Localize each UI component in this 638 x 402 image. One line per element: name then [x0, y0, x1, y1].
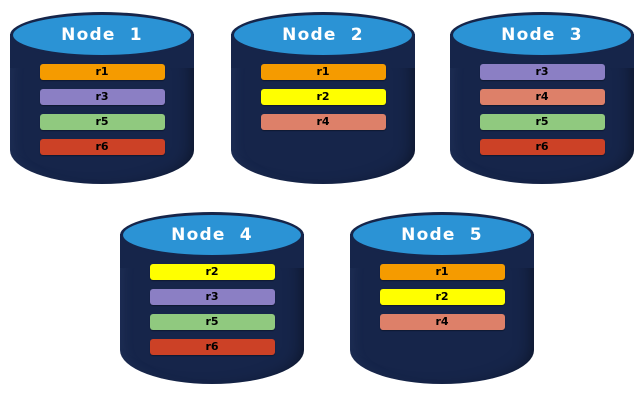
- node-cylinder-2[interactable]: Node 2 r1 r2 r4: [231, 12, 415, 184]
- node-title: Node 2: [282, 25, 364, 45]
- replica-bar-r6[interactable]: r6: [479, 139, 605, 155]
- replica-stack: r1 r2 r4: [231, 64, 415, 139]
- node-cylinder-3[interactable]: Node 3 r3 r4 r5 r6: [450, 12, 634, 184]
- node-title: Node 1: [61, 25, 143, 45]
- replica-bar-r2[interactable]: r2: [260, 89, 386, 105]
- replica-bar-r1[interactable]: r1: [39, 64, 165, 80]
- node-cylinder-1[interactable]: Node 1 r1 r3 r5 r6: [10, 12, 194, 184]
- replica-stack: r2 r3 r5 r6: [120, 264, 304, 364]
- replica-bar-r5[interactable]: r5: [39, 114, 165, 130]
- cylinder-top-ellipse: [450, 12, 634, 58]
- replica-bar-r6[interactable]: r6: [39, 139, 165, 155]
- cylinder-top-ellipse: [350, 212, 534, 258]
- replica-bar-r3[interactable]: r3: [149, 289, 275, 305]
- node-title: Node 3: [501, 25, 583, 45]
- replica-bar-r5[interactable]: r5: [479, 114, 605, 130]
- replica-bar-r3[interactable]: r3: [39, 89, 165, 105]
- replica-stack: r3 r4 r5 r6: [450, 64, 634, 164]
- replica-stack: r1 r2 r4: [350, 264, 534, 339]
- replica-bar-r1[interactable]: r1: [379, 264, 505, 280]
- node-cylinder-4[interactable]: Node 4 r2 r3 r5 r6: [120, 212, 304, 384]
- replica-bar-r4[interactable]: r4: [260, 114, 386, 130]
- replica-bar-r6[interactable]: r6: [149, 339, 275, 355]
- node-title: Node 4: [171, 225, 253, 245]
- cylinder-top-ellipse: [10, 12, 194, 58]
- replica-bar-r1[interactable]: r1: [260, 64, 386, 80]
- cylinder-top-ellipse: [231, 12, 415, 58]
- replica-stack: r1 r3 r5 r6: [10, 64, 194, 164]
- replica-bar-r4[interactable]: r4: [379, 314, 505, 330]
- node-title: Node 5: [401, 225, 483, 245]
- replica-bar-r4[interactable]: r4: [479, 89, 605, 105]
- replica-bar-r2[interactable]: r2: [379, 289, 505, 305]
- replica-bar-r5[interactable]: r5: [149, 314, 275, 330]
- node-cylinder-5[interactable]: Node 5 r1 r2 r4: [350, 212, 534, 384]
- replica-bar-r2[interactable]: r2: [149, 264, 275, 280]
- replica-bar-r3[interactable]: r3: [479, 64, 605, 80]
- cylinder-top-ellipse: [120, 212, 304, 258]
